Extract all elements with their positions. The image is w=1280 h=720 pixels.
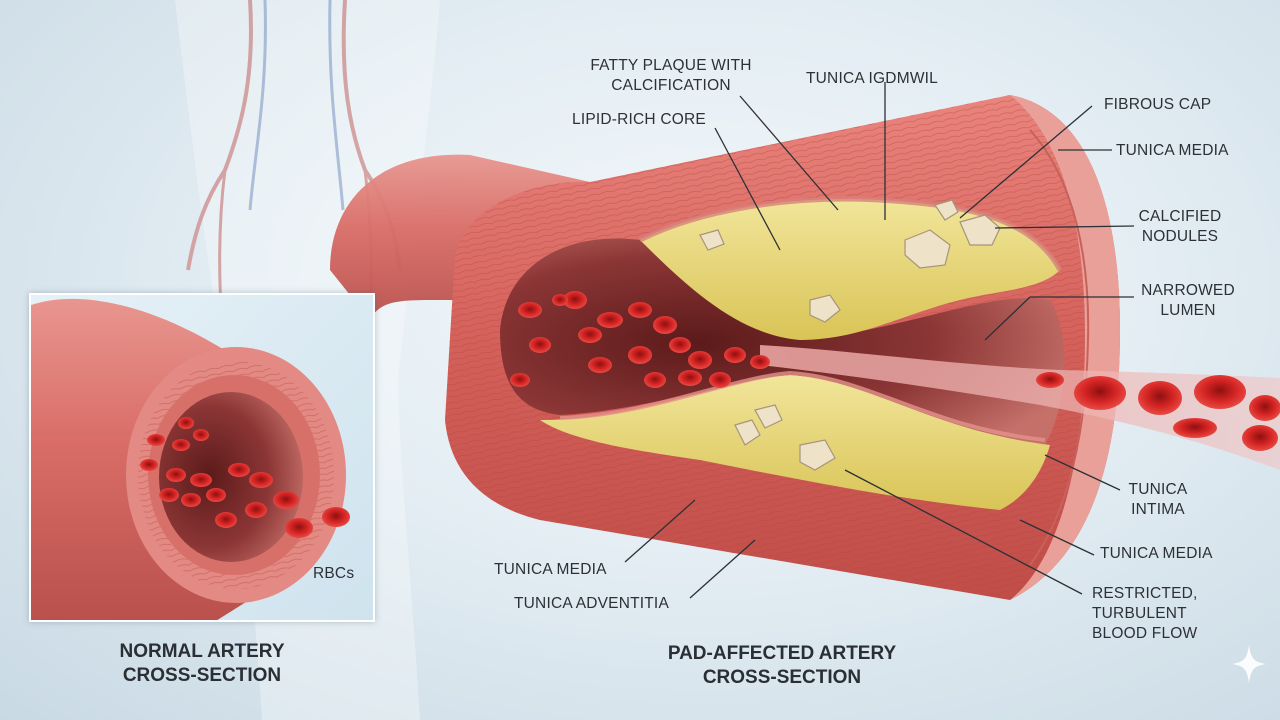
pad-rbcs bbox=[510, 291, 1280, 451]
label-tunica-adventitia: TUNICA ADVENTITIA bbox=[514, 595, 669, 612]
sparkle-icon bbox=[1232, 645, 1266, 683]
upper-plaque bbox=[640, 199, 1060, 340]
label-narrowed-lumen: NARROWED LUMEN bbox=[1141, 282, 1235, 319]
normal-rbcs bbox=[140, 417, 350, 538]
artery-rim bbox=[1010, 95, 1120, 600]
label-rbcs: RBCs bbox=[313, 565, 355, 582]
label-calcified-nodules: CALCIFIED NODULES bbox=[1138, 208, 1222, 245]
label-tunica-media-top: TUNICA MEDIA bbox=[1116, 142, 1229, 159]
label-tunica-top: TUNICA IGDMWIL bbox=[806, 70, 938, 87]
label-tunica-media-right: TUNICA MEDIA bbox=[1100, 545, 1213, 562]
lower-plaque bbox=[540, 375, 1050, 510]
normal-artery-drawing bbox=[31, 298, 350, 620]
leader-lines bbox=[624, 82, 1135, 599]
calcified-nodules bbox=[699, 199, 1001, 471]
caption-pad-artery: PAD-AFFECTED ARTERY CROSS-SECTION bbox=[632, 642, 932, 690]
label-tunica-intima: TUNICA INTIMA bbox=[1128, 481, 1188, 518]
artery-lumen bbox=[500, 238, 1065, 446]
caption-pad-line2: CROSS-SECTION bbox=[702, 667, 862, 688]
label-fibrous-cap: FIBROUS CAP bbox=[1104, 96, 1212, 113]
label-lipid-core: LIPID-RICH CORE bbox=[572, 111, 706, 128]
caption-normal-line2: CROSS-SECTION bbox=[122, 665, 282, 686]
label-fatty-plaque: FATTY PLAQUE WITH CALCIFICATION bbox=[590, 57, 752, 94]
blood-flow-stream bbox=[760, 345, 1280, 470]
caption-normal-line1: NORMAL ARTERY bbox=[119, 641, 285, 662]
caption-normal-artery: NORMAL ARTERY CROSS-SECTION bbox=[72, 640, 332, 688]
label-restricted-flow: RESTRICTED, TURBULENT BLOOD FLOW bbox=[1092, 585, 1198, 642]
label-tunica-media-bottom: TUNICA MEDIA bbox=[494, 561, 607, 578]
normal-artery-inset bbox=[29, 293, 375, 622]
caption-pad-line1: PAD-AFFECTED ARTERY bbox=[667, 643, 897, 664]
